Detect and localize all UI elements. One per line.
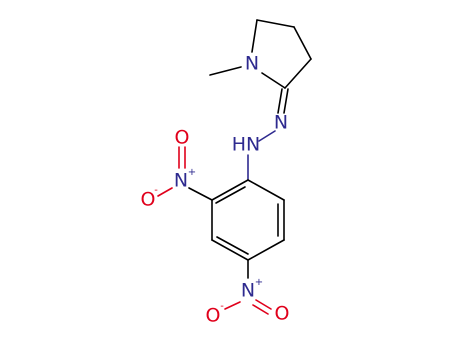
charge-o-ortho-left: - [154,185,158,196]
bond-nitro-ortho-o-left [157,187,173,197]
atom-n-hydrazone: N [274,112,288,134]
bond-ar-c1-c2 [211,179,249,201]
atom-n-nitro-ortho: N [174,170,188,192]
pyrrolidine-ring [209,19,312,89]
atom-o-para-left: O [206,305,221,327]
bond-ar-c3-c4-inner [216,236,249,255]
charge-o-para-left: - [220,301,224,312]
bond-c2-n-double-a [277,88,283,114]
atom-o-para-right: O [275,303,290,325]
bond-ar-c1-c2-inner [215,186,246,204]
bond-ar-c2-no2 [188,187,213,201]
hydrazone-linkage [247,88,289,180]
atom-n-ring: N [245,53,259,75]
atom-nh: HN [232,134,261,156]
bond-ring-c3-c2 [284,58,312,89]
bond-n-nh [258,130,276,142]
bond-nitro-para-o-left [224,301,241,310]
atom-n-nitro-para: N [241,280,255,302]
para-nitro-group [224,259,272,315]
ortho-nitro-group [157,146,213,201]
atom-o-ortho-top: O [175,127,190,149]
bond-c2-n-double-b [283,88,289,114]
bond-ring-c4-c3 [293,26,312,60]
charge-n-nitro-para: + [255,277,263,288]
benzene-ring [211,179,285,261]
bond-nitro-para-o-right-a [255,299,272,310]
charge-n-nitro-ortho: + [188,167,196,178]
bond-nitro-para-o-right-b [252,304,269,315]
bond-ar-c5-c4 [247,239,285,261]
bond-ring-c5-c4 [256,19,295,28]
bond-ar-c1-c6 [247,179,285,201]
bond-ring-n-c2 [261,72,286,89]
bond-n-methyl [209,66,242,76]
atom-o-ortho-left: O [141,189,156,211]
bond-ring-c5-n [251,19,258,53]
bond-ar-c3-c4 [211,239,249,261]
